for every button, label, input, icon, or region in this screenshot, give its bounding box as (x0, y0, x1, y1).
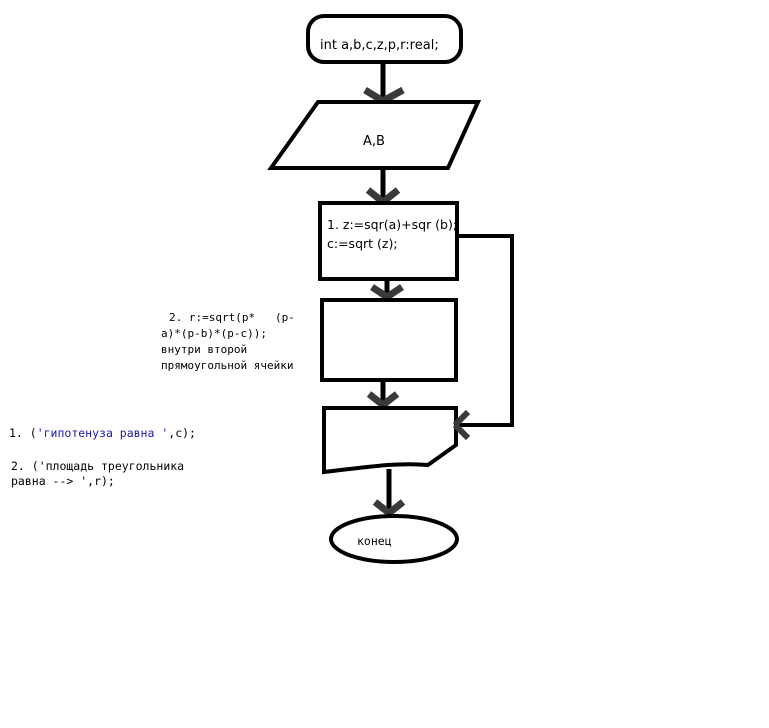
connector-bypass (455, 234, 514, 427)
process-box-1 (318, 201, 459, 281)
area-note-line-4: прямоугольной ячейки (161, 359, 293, 372)
output-note-2-line-2: равна --> ',r); (11, 474, 115, 488)
input-parallelogram (267, 100, 482, 170)
input-parallelogram-label: A,B (363, 134, 385, 149)
end-terminator-label: конец (357, 534, 392, 548)
arrowhead-process2-output (366, 391, 400, 408)
arrowhead-output-end (372, 499, 406, 516)
area-note-line-2: a)*(p-b)*(p-c)); (161, 327, 267, 340)
output-note-1-prefix: 1. ( (9, 426, 37, 440)
area-note-line-1: 2. r:=sqrt(p* (p- (169, 311, 295, 324)
arrowhead-process1-process2 (370, 284, 404, 300)
process-box-1-line-2: c:=sqrt (z); (327, 236, 398, 251)
end-terminator (329, 514, 459, 564)
output-note-1-suffix: ,c); (168, 426, 196, 440)
output-note-1-string: 'гипотенуза равна ' (37, 426, 169, 440)
arrowhead-start-input (363, 86, 405, 105)
output-note-1: 1. ('гипотенуза равна ',c); (9, 426, 196, 440)
process-box-2 (320, 298, 458, 382)
start-terminator-label: int a,b,c,z,p,r:real; (320, 38, 439, 53)
arrowhead-bypass (452, 409, 471, 441)
output-note-2-line-1: 2. ('площадь треугольника (11, 459, 184, 473)
arrowhead-input-process (365, 187, 401, 205)
area-note-line-3: внутри второй (161, 343, 247, 356)
output-display-shape (322, 406, 458, 475)
process-box-1-line-1: 1. z:=sqr(a)+sqr (b); (327, 217, 457, 232)
